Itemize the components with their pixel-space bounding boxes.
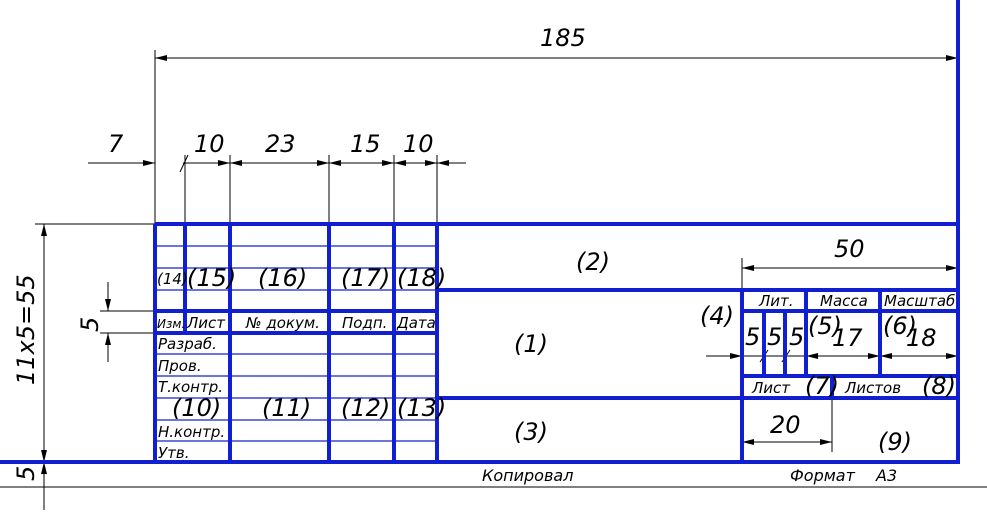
- marker-12: (12): [341, 394, 390, 422]
- header-data: Дата: [396, 314, 436, 332]
- dim-bottom-margin: 5: [12, 466, 40, 481]
- role-razrab: Разраб.: [158, 335, 217, 353]
- footer-format-label: Формат: [790, 466, 856, 485]
- thin-row-lines: [155, 245, 437, 442]
- role-prov: Пров.: [158, 357, 202, 375]
- dim-left-offset: 7: [108, 130, 124, 158]
- dim-right-width: 50: [834, 235, 865, 263]
- dim-lit-2: 5: [767, 323, 782, 351]
- dim-col1: 10: [194, 130, 225, 158]
- header-izm: Изм.: [157, 317, 185, 331]
- label-listov: Листов: [844, 379, 901, 397]
- marker-15: (15): [187, 264, 236, 292]
- marker-10: (10): [172, 394, 221, 422]
- marker-13: (13): [397, 394, 446, 422]
- role-tkontr: Т.контр.: [158, 378, 223, 396]
- role-nkontr: Н.контр.: [158, 423, 225, 441]
- dim-overall: 185: [540, 24, 586, 52]
- marker-1: (1): [514, 330, 548, 358]
- marker-2: (2): [576, 248, 610, 276]
- marker-14: (14): [157, 270, 188, 288]
- marker-11: (11): [262, 394, 311, 422]
- marker-4: (4): [700, 302, 734, 330]
- header-podp: Подп.: [342, 314, 387, 332]
- footer-kopiroval: Копировал: [482, 466, 573, 485]
- marker-18: (18): [397, 264, 446, 292]
- frame-lines: [0, 0, 960, 464]
- marker-5: (5): [808, 312, 842, 340]
- dim-mass: 17: [832, 324, 863, 352]
- dim-col3: 15: [350, 130, 381, 158]
- label-masshtab: Масштаб: [884, 292, 955, 310]
- header-ndokum: № докум.: [245, 314, 320, 332]
- marker-9: (9): [878, 428, 912, 456]
- role-utv: Утв.: [158, 444, 190, 462]
- dim-col4: 10: [403, 130, 434, 158]
- label-list: Лист: [751, 379, 791, 397]
- dim-total-height: 11x5=55: [12, 274, 40, 385]
- marker-8: (8): [922, 372, 956, 400]
- marker-6: (6): [883, 312, 917, 340]
- dim-sheet: 20: [770, 411, 801, 439]
- marker-16: (16): [258, 264, 307, 292]
- marker-3: (3): [514, 418, 548, 446]
- dimension-lines: [0, 50, 987, 510]
- dim-lit-1: 5: [745, 323, 760, 351]
- dim-row-height: 5: [76, 317, 104, 332]
- dim-col2: 23: [265, 130, 296, 158]
- header-list: Лист: [186, 314, 226, 332]
- marker-7: (7): [805, 372, 839, 400]
- label-lit: Лит.: [758, 292, 794, 310]
- dim-lit-3: 5: [789, 323, 804, 351]
- label-massa: Масса: [820, 292, 868, 310]
- dim-scale: 18: [906, 324, 937, 352]
- footer-format-value: А3: [875, 466, 897, 485]
- marker-17: (17): [341, 264, 390, 292]
